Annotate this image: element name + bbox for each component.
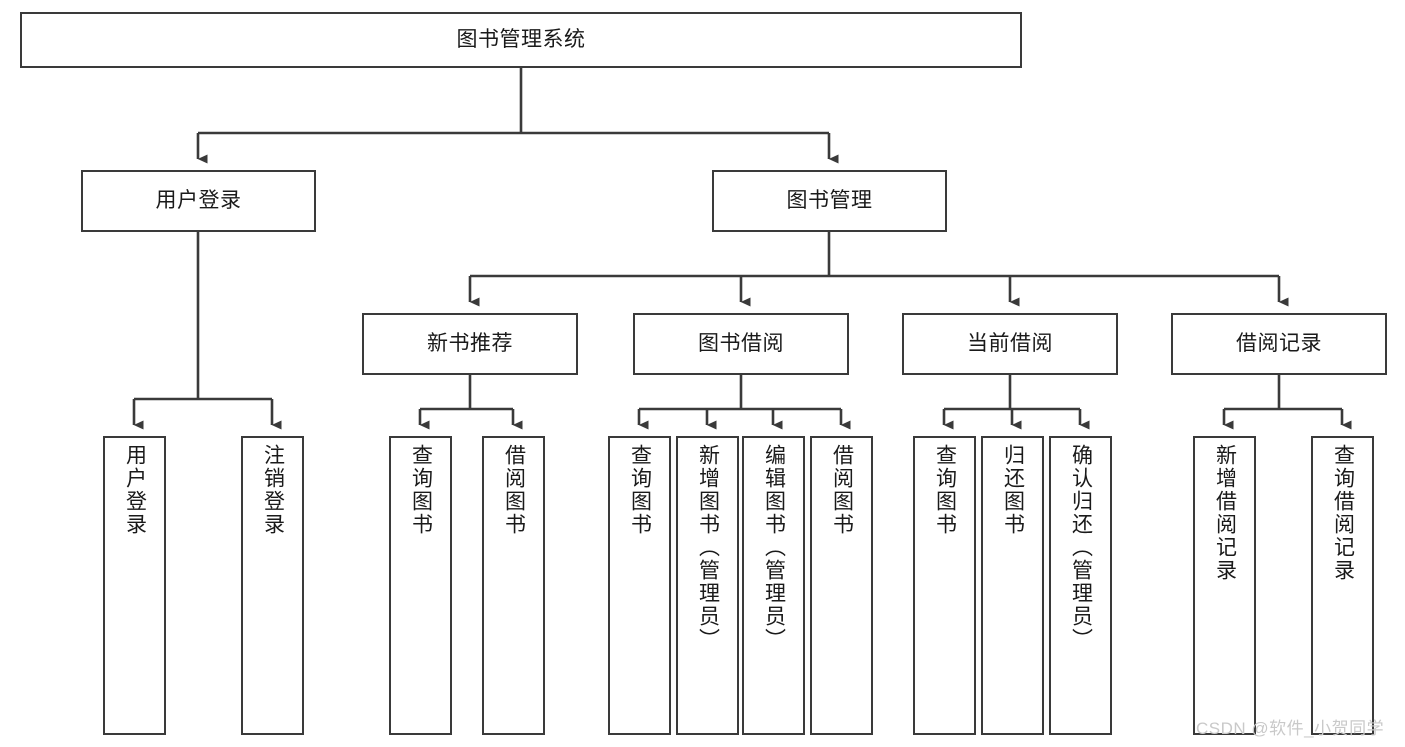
node-new-book-recommend[interactable]: 新书推荐	[362, 313, 578, 375]
node-leaf-edit-book-admin[interactable]: 编辑图书（管理员）	[742, 436, 805, 735]
node-leaf-logout-login[interactable]: 注销登录	[241, 436, 304, 735]
node-label: 确认归还（管理员）	[1069, 444, 1093, 651]
node-label: 新增图书（管理员）	[696, 444, 720, 651]
node-leaf-return-book[interactable]: 归还图书	[981, 436, 1044, 735]
node-label: 用户登录	[155, 189, 242, 213]
node-book-manage[interactable]: 图书管理	[712, 170, 947, 232]
node-label: 查询图书	[628, 444, 652, 536]
node-label: 用户登录	[123, 444, 147, 536]
node-label: 注销登录	[261, 444, 285, 536]
node-leaf-borrow-book-1[interactable]: 借阅图书	[482, 436, 545, 735]
node-leaf-query-book-3[interactable]: 查询图书	[913, 436, 976, 735]
node-book-borrow[interactable]: 图书借阅	[633, 313, 849, 375]
node-leaf-user-login[interactable]: 用户登录	[103, 436, 166, 735]
node-label: 图书借阅	[698, 332, 784, 356]
node-label: 图书管理	[786, 189, 873, 213]
node-root[interactable]: 图书管理系统	[20, 12, 1022, 68]
node-leaf-confirm-return-admin[interactable]: 确认归还（管理员）	[1049, 436, 1112, 735]
node-leaf-query-book-1[interactable]: 查询图书	[389, 436, 452, 735]
node-label: 新增借阅记录	[1213, 444, 1237, 582]
node-label: 归还图书	[1001, 444, 1025, 536]
node-leaf-add-borrow-record[interactable]: 新增借阅记录	[1193, 436, 1256, 735]
node-leaf-borrow-book-2[interactable]: 借阅图书	[810, 436, 873, 735]
node-leaf-query-borrow-record[interactable]: 查询借阅记录	[1311, 436, 1374, 735]
node-leaf-query-book-2[interactable]: 查询图书	[608, 436, 671, 735]
node-label: 查询借阅记录	[1331, 444, 1355, 582]
node-label: 借阅图书	[502, 444, 526, 536]
node-label: 借阅图书	[830, 444, 854, 536]
node-current-borrow[interactable]: 当前借阅	[902, 313, 1118, 375]
node-label: 借阅记录	[1236, 332, 1322, 356]
node-label: 图书管理系统	[456, 28, 586, 52]
node-label: 查询图书	[409, 444, 433, 536]
watermark-text: CSDN @软件_小贺同学	[1196, 719, 1385, 738]
node-leaf-add-book-admin[interactable]: 新增图书（管理员）	[676, 436, 739, 735]
node-user-login[interactable]: 用户登录	[81, 170, 316, 232]
node-borrow-record[interactable]: 借阅记录	[1171, 313, 1387, 375]
node-label: 查询图书	[933, 444, 957, 536]
node-label: 编辑图书（管理员）	[762, 444, 786, 651]
node-label: 新书推荐	[427, 332, 513, 356]
node-label: 当前借阅	[967, 332, 1053, 356]
